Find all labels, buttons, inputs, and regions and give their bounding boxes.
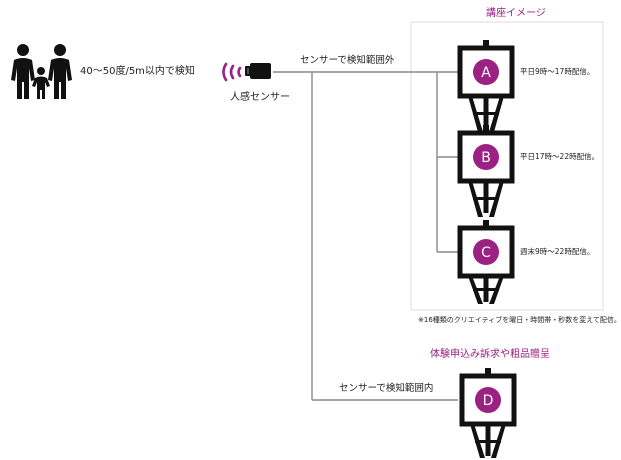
- caption-c: 週末9時～22時配信。: [520, 247, 595, 256]
- distance-label: 40～50度/5m以内で検知: [80, 66, 195, 77]
- easel-letter-c: C: [481, 245, 491, 261]
- course-footnote: ※16種類のクリエイティブを曜日・時間帯・秒数を変えて配信。: [418, 316, 621, 324]
- connector-lines: [273, 71, 458, 401]
- easel-letter-a: A: [481, 65, 491, 81]
- easel-letters: A B C D: [481, 65, 493, 409]
- easel-letter-d: D: [483, 393, 494, 409]
- easel-d-icon: [459, 368, 517, 458]
- easel-a-icon: [457, 40, 515, 132]
- course-panel-border: [410, 21, 604, 311]
- easel-b-icon: [457, 125, 515, 217]
- easel-letter-b: B: [481, 150, 491, 166]
- easel-c-icon: [457, 220, 515, 304]
- caption-b: 平日17時～22時配信。: [520, 152, 600, 161]
- caption-a: 平日9時～17時配信。: [520, 67, 595, 76]
- sensor-label: 人感センサー: [230, 92, 290, 103]
- family-icon: [11, 44, 72, 99]
- trial-title: 体験申込み訴求や粗品贈呈: [430, 349, 550, 360]
- signal-waves-icon: [222, 62, 242, 82]
- out-of-range-label: センサーで検知範囲外: [300, 55, 395, 66]
- in-range-label: センサーで検知範囲内: [339, 383, 434, 394]
- course-panel-title: 講座イメージ: [486, 8, 546, 19]
- sensor-device-icon: [245, 63, 271, 79]
